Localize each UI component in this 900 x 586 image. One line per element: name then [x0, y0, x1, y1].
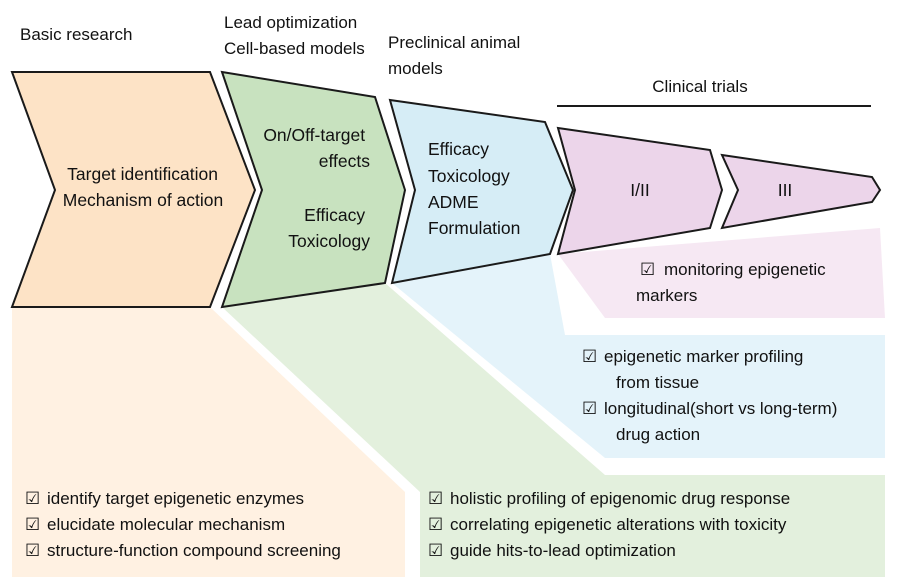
clinical-panel	[558, 228, 885, 318]
checkbox-icon: ☑	[428, 489, 443, 508]
clinical-phase-1-2-chevron	[556, 126, 724, 256]
preclinical-panel	[392, 254, 885, 458]
preclinical-inner-label: Efficacy Toxicology ADME Formulation	[428, 139, 520, 238]
lead-inner-bottom-label: Efficacy Toxicology	[288, 205, 370, 251]
checkbox-icon: ☑	[25, 515, 40, 534]
checkbox-icon: ☑	[428, 515, 443, 534]
basic-research-chevron	[10, 71, 257, 308]
clinical-phase-1-2-label: I/II	[630, 180, 649, 200]
lead-optimization-header: Lead optimization Cell-based models	[224, 13, 365, 58]
preclinical-check-item: ☑ epigenetic marker profiling from tissu…	[582, 347, 808, 392]
lead-check-item: ☑ guide hits-to-lead optimization	[428, 541, 676, 560]
lead-check-item: ☑ correlating epigenetic alterations wit…	[428, 515, 787, 534]
basic-research-inner-label: Target identification Mechanism of actio…	[63, 164, 224, 210]
lead-optimization-panel	[222, 283, 885, 577]
clinical-phase-3-label: III	[778, 180, 793, 200]
checkbox-icon: ☑	[582, 347, 597, 366]
basic-research-panel	[12, 307, 405, 577]
lead-optimization-chevron	[220, 70, 407, 309]
preclinical-check-item: ☑ longitudinal(short vs long-term) drug …	[582, 399, 842, 444]
checkbox-icon: ☑	[582, 399, 597, 418]
clinical-trials-header: Clinical trials	[652, 77, 747, 96]
basic-research-header: Basic research	[20, 25, 132, 44]
checkbox-icon: ☑	[25, 541, 40, 560]
checkbox-icon: ☑	[428, 541, 443, 560]
checkbox-icon: ☑	[25, 489, 40, 508]
clinical-phase-3-chevron	[720, 153, 882, 230]
lead-inner-top-label: On/Off-target effects	[263, 125, 370, 171]
lead-check-item: ☑ holistic profiling of epigenomic drug …	[428, 489, 790, 508]
preclinical-header: Preclinical animal models	[388, 33, 525, 78]
clinical-check-item: ☑ monitoring epigenetic markers	[636, 260, 830, 305]
basic-check-item: ☑ structure-function compound screening	[25, 541, 341, 560]
preclinical-chevron	[388, 98, 575, 285]
basic-check-item: ☑ identify target epigenetic enzymes	[25, 489, 304, 508]
checkbox-icon: ☑	[640, 260, 655, 279]
basic-check-item: ☑ elucidate molecular mechanism	[25, 515, 285, 534]
